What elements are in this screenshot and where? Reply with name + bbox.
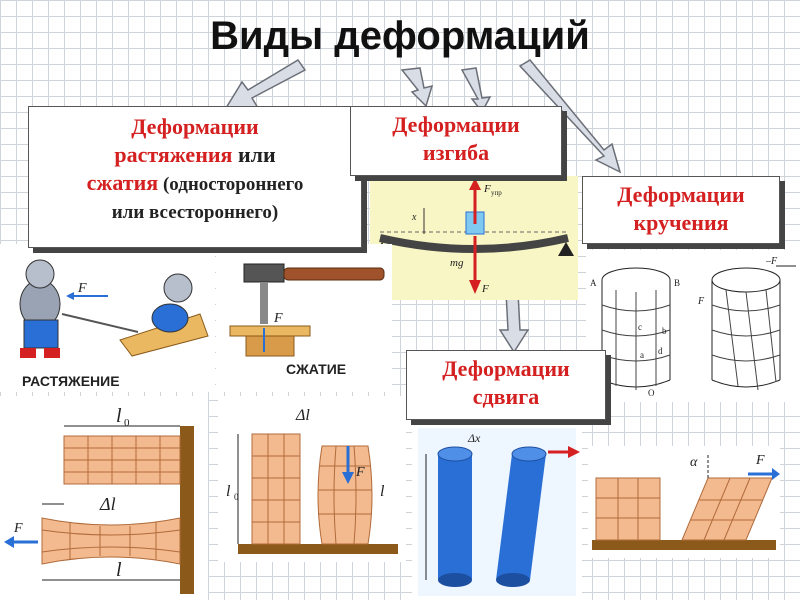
compress-l0: l	[226, 483, 231, 500]
torsion-line2: кручения	[583, 209, 779, 237]
torsion-f: F	[697, 296, 705, 307]
stretch-bar-diagram: l 0 Δl l F	[0, 396, 208, 600]
shear-grid: α F	[588, 446, 780, 558]
point-c: c	[638, 322, 642, 332]
point-A: A	[590, 278, 597, 288]
tension-line3a: сжатия	[87, 170, 159, 195]
tension-line2a: растяжения	[114, 142, 232, 167]
compress-bar-diagram: F l 0 Δl l	[218, 396, 406, 562]
compress-cartoon: F СЖАТИЕ	[216, 244, 392, 392]
point-B: B	[674, 278, 680, 288]
tension-line3b: (одностороннего	[158, 174, 303, 195]
callout-bending: Деформации изгиба	[350, 106, 562, 176]
arrow-to-bending-1	[402, 68, 432, 106]
compress-caption: СЖАТИЕ	[286, 361, 346, 377]
l0-sub: 0	[124, 417, 130, 429]
stretch-cartoon: F РАСТЯЖЕНИЕ	[0, 244, 215, 392]
bending-line2: изгиба	[351, 139, 561, 167]
dl-label: Δl	[99, 494, 116, 514]
shear-line1: Деформации	[407, 355, 605, 383]
point-O: O	[648, 388, 655, 398]
l-label: l	[116, 559, 122, 581]
mg-label: mg	[450, 257, 464, 269]
l0-label: l	[116, 405, 122, 427]
point-a: a	[640, 350, 644, 360]
shear-line2: сдвига	[407, 383, 605, 411]
torsion-panel: A B O a b c d –F F	[586, 250, 800, 402]
compress-l: l	[380, 483, 385, 500]
arrow-to-tension	[226, 60, 305, 108]
compress-l0-sub: 0	[234, 492, 239, 502]
dx-label: Δx	[467, 431, 481, 445]
callout-shear: Деформации сдвига	[406, 350, 606, 420]
x-label: x	[411, 212, 417, 223]
compress-bar-f: F	[355, 465, 365, 480]
fupr-label: F	[483, 183, 491, 195]
tension-line1: Деформации	[29, 113, 361, 141]
callout-tension: Деформации растяжения или сжатия (одност…	[28, 106, 362, 248]
shear-f-label: F	[755, 453, 765, 468]
stretch-f-label: F	[77, 281, 87, 296]
point-b: b	[662, 326, 667, 336]
f-label: F	[481, 283, 489, 295]
shear-cylinders: Δx	[412, 424, 582, 600]
compress-dl: Δl	[295, 407, 310, 424]
point-d: d	[658, 346, 663, 356]
alpha-label: α	[690, 455, 698, 470]
compress-f-label: F	[273, 311, 283, 326]
callout-torsion: Деформации кручения	[582, 176, 780, 244]
fupr-sub: упр	[491, 189, 502, 197]
stretch-caption: РАСТЯЖЕНИЕ	[22, 373, 120, 389]
bending-panel: F упр mg F x	[370, 176, 578, 300]
torsion-line1: Деформации	[583, 181, 779, 209]
tension-line2b: или	[232, 142, 275, 167]
bending-line1: Деформации	[351, 111, 561, 139]
torsion-minus-f: –F	[765, 256, 778, 267]
arrow-to-shear	[500, 292, 528, 352]
tension-line4: или всестороннего)	[29, 199, 361, 227]
stretch-bar-f: F	[13, 521, 23, 536]
